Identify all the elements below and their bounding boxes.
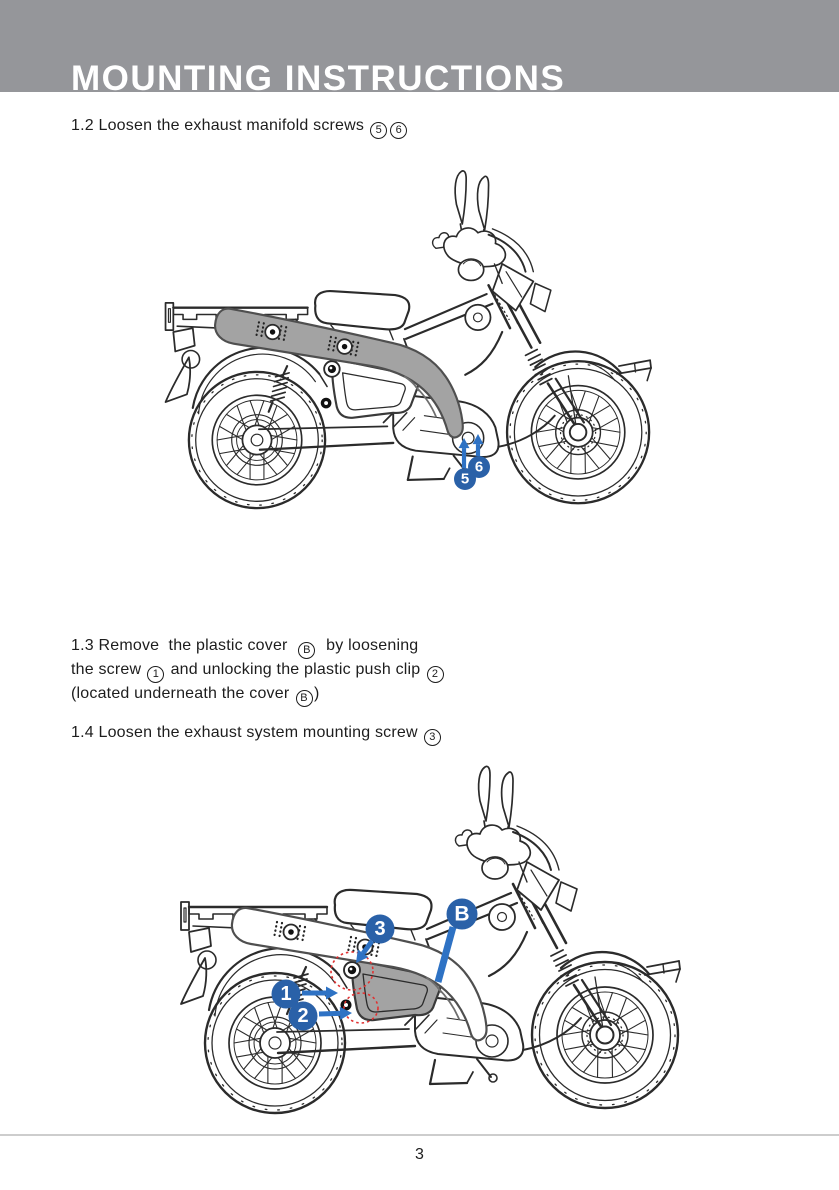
callout-arrowhead [326,986,338,1000]
circled-marker-3: 3 [423,729,441,746]
callout-1: 1 [271,979,338,1009]
callout-label-6: 6 [475,459,483,476]
instruction-text: 1.3 Remove the plastic cover [71,637,297,654]
callout-label-5: 5 [461,471,469,488]
callout-arrowhead [356,949,369,963]
circled-marker-B: B [298,642,316,659]
instruction-text: ) [314,685,320,702]
circled-marker-1: 1 [147,666,165,683]
callout-overlay-2: 3 B 12 [271,898,478,1031]
instruction-line: 1.2 Loosen the exhaust manifold screws 5… [71,115,409,139]
motorcycle-drawing-1 [164,169,653,510]
instruction-1-3: 1.3 Remove the plastic cover B by loosen… [71,635,445,707]
instruction-text: 1.2 Loosen the exhaust manifold screws [71,117,369,134]
callout-circle-1 [271,979,301,1009]
callout-2: 2 [288,1001,352,1031]
callout-label-1: 1 [280,983,291,1005]
callout-overlay-1: 56 [454,434,490,490]
circled-marker-B: B [295,690,313,707]
instruction-text: the screw [71,661,146,678]
callout-circle-B [446,898,478,930]
instruction-line: 1.4 Loosen the exhaust system mounting s… [71,722,442,746]
callout-circle-3 [365,914,395,944]
callout-arrowhead [472,434,484,445]
callout-pointer-line [434,926,457,983]
callout-3: 3 [356,914,395,963]
callout-label-2: 2 [297,1005,308,1027]
dashed-target-circle [330,951,374,991]
dashed-target-circle [343,992,379,1024]
callout-6: 6 [468,434,490,478]
instruction-text: 1.4 Loosen the exhaust system mounting s… [71,724,423,741]
page-title: MOUNTING INSTRUCTIONS [71,59,566,92]
callout-label-3: 3 [374,918,385,940]
instruction-1-4: 1.4 Loosen the exhaust system mounting s… [71,722,442,746]
callout-arrowhead [458,438,470,449]
page-number: 3 [415,1146,424,1163]
callout-arrow [361,939,375,955]
instruction-line: (located underneath the cover B) [71,683,445,707]
instruction-text: and unlocking the plastic push clip [165,661,426,678]
instruction-line: 1.3 Remove the plastic cover B by loosen… [71,635,445,659]
callout-circle-2 [288,1001,318,1031]
instruction-text: (located underneath the cover [71,685,295,702]
circled-marker-6: 6 [390,122,408,139]
circled-marker-5: 5 [370,122,388,139]
footer-divider [0,1134,839,1136]
instruction-1-2: 1.2 Loosen the exhaust manifold screws 5… [71,115,409,139]
instruction-line: the screw 1 and unlocking the plastic pu… [71,659,445,683]
callout-B: B [434,898,478,983]
callout-label-B: B [454,903,469,926]
header-banner: MOUNTING INSTRUCTIONS [0,0,839,92]
callout-circle-6 [468,456,490,478]
callout-arrow [318,1010,341,1017]
circled-marker-2: 2 [426,666,444,683]
instruction-text: by loosening [316,637,419,654]
motorcycle-drawing-2 [179,765,682,1115]
callout-arrowhead [339,1006,352,1020]
